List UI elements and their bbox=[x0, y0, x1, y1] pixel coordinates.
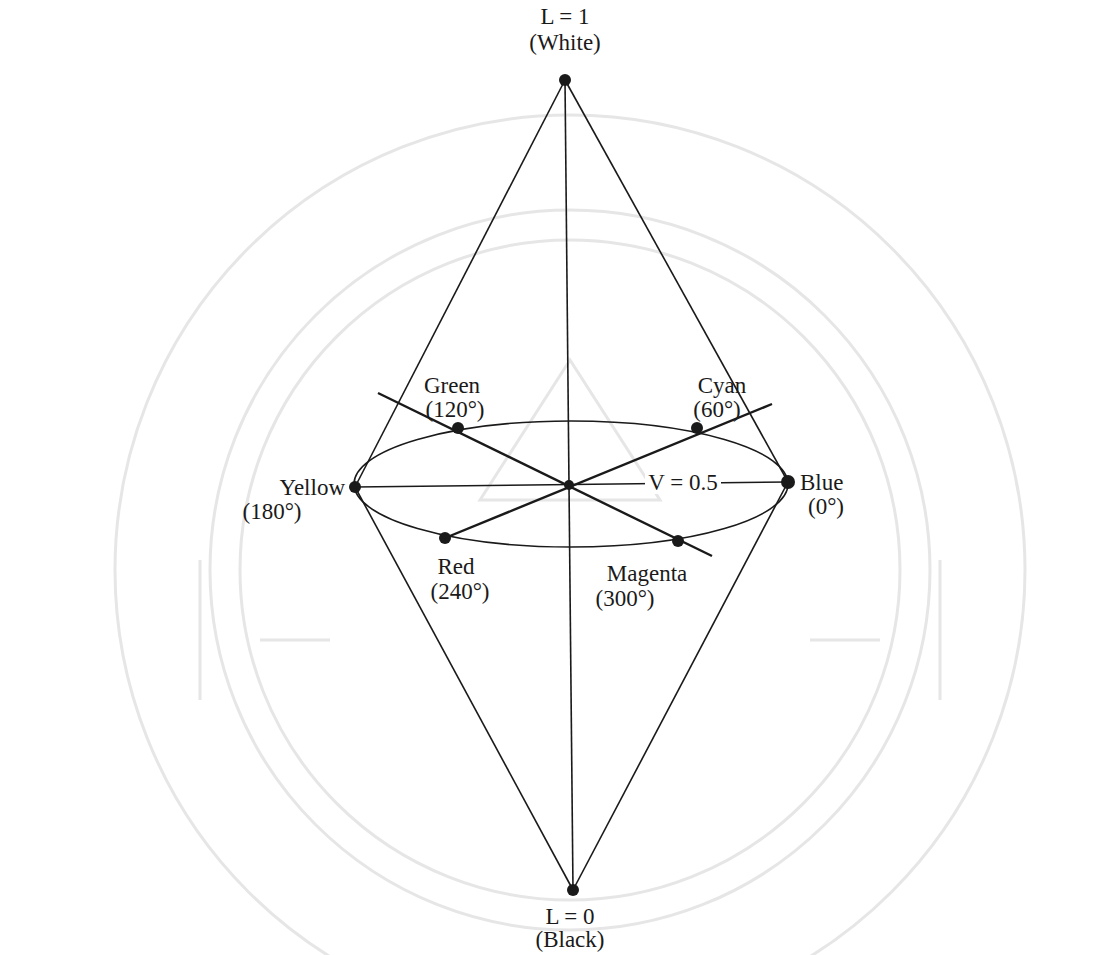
diagram-label: Cyan bbox=[698, 374, 747, 397]
diagram-label: Magenta bbox=[607, 562, 687, 585]
diagram-label: (Black) bbox=[536, 928, 605, 951]
diagram-label: L = 1 bbox=[540, 5, 589, 28]
diagram-label: Green bbox=[424, 374, 480, 397]
diagram-label: (60°) bbox=[693, 398, 741, 421]
diagram-label: Blue bbox=[800, 471, 843, 494]
diagram-label: V = 0.5 bbox=[645, 471, 720, 494]
diagram-label: (0°) bbox=[808, 495, 844, 518]
diagram-label: (180°) bbox=[242, 500, 301, 523]
diagram-label: L = 0 bbox=[545, 905, 594, 928]
diagram-label: (White) bbox=[529, 31, 601, 54]
diagram-label: Red bbox=[437, 555, 474, 578]
diagram-label: (120°) bbox=[425, 398, 484, 421]
diagram-label: (300°) bbox=[595, 587, 654, 610]
diagram-label: (240°) bbox=[430, 580, 489, 603]
diagram-label: Yellow bbox=[280, 476, 345, 499]
color-points bbox=[349, 74, 795, 896]
cone-lines bbox=[354, 80, 788, 890]
